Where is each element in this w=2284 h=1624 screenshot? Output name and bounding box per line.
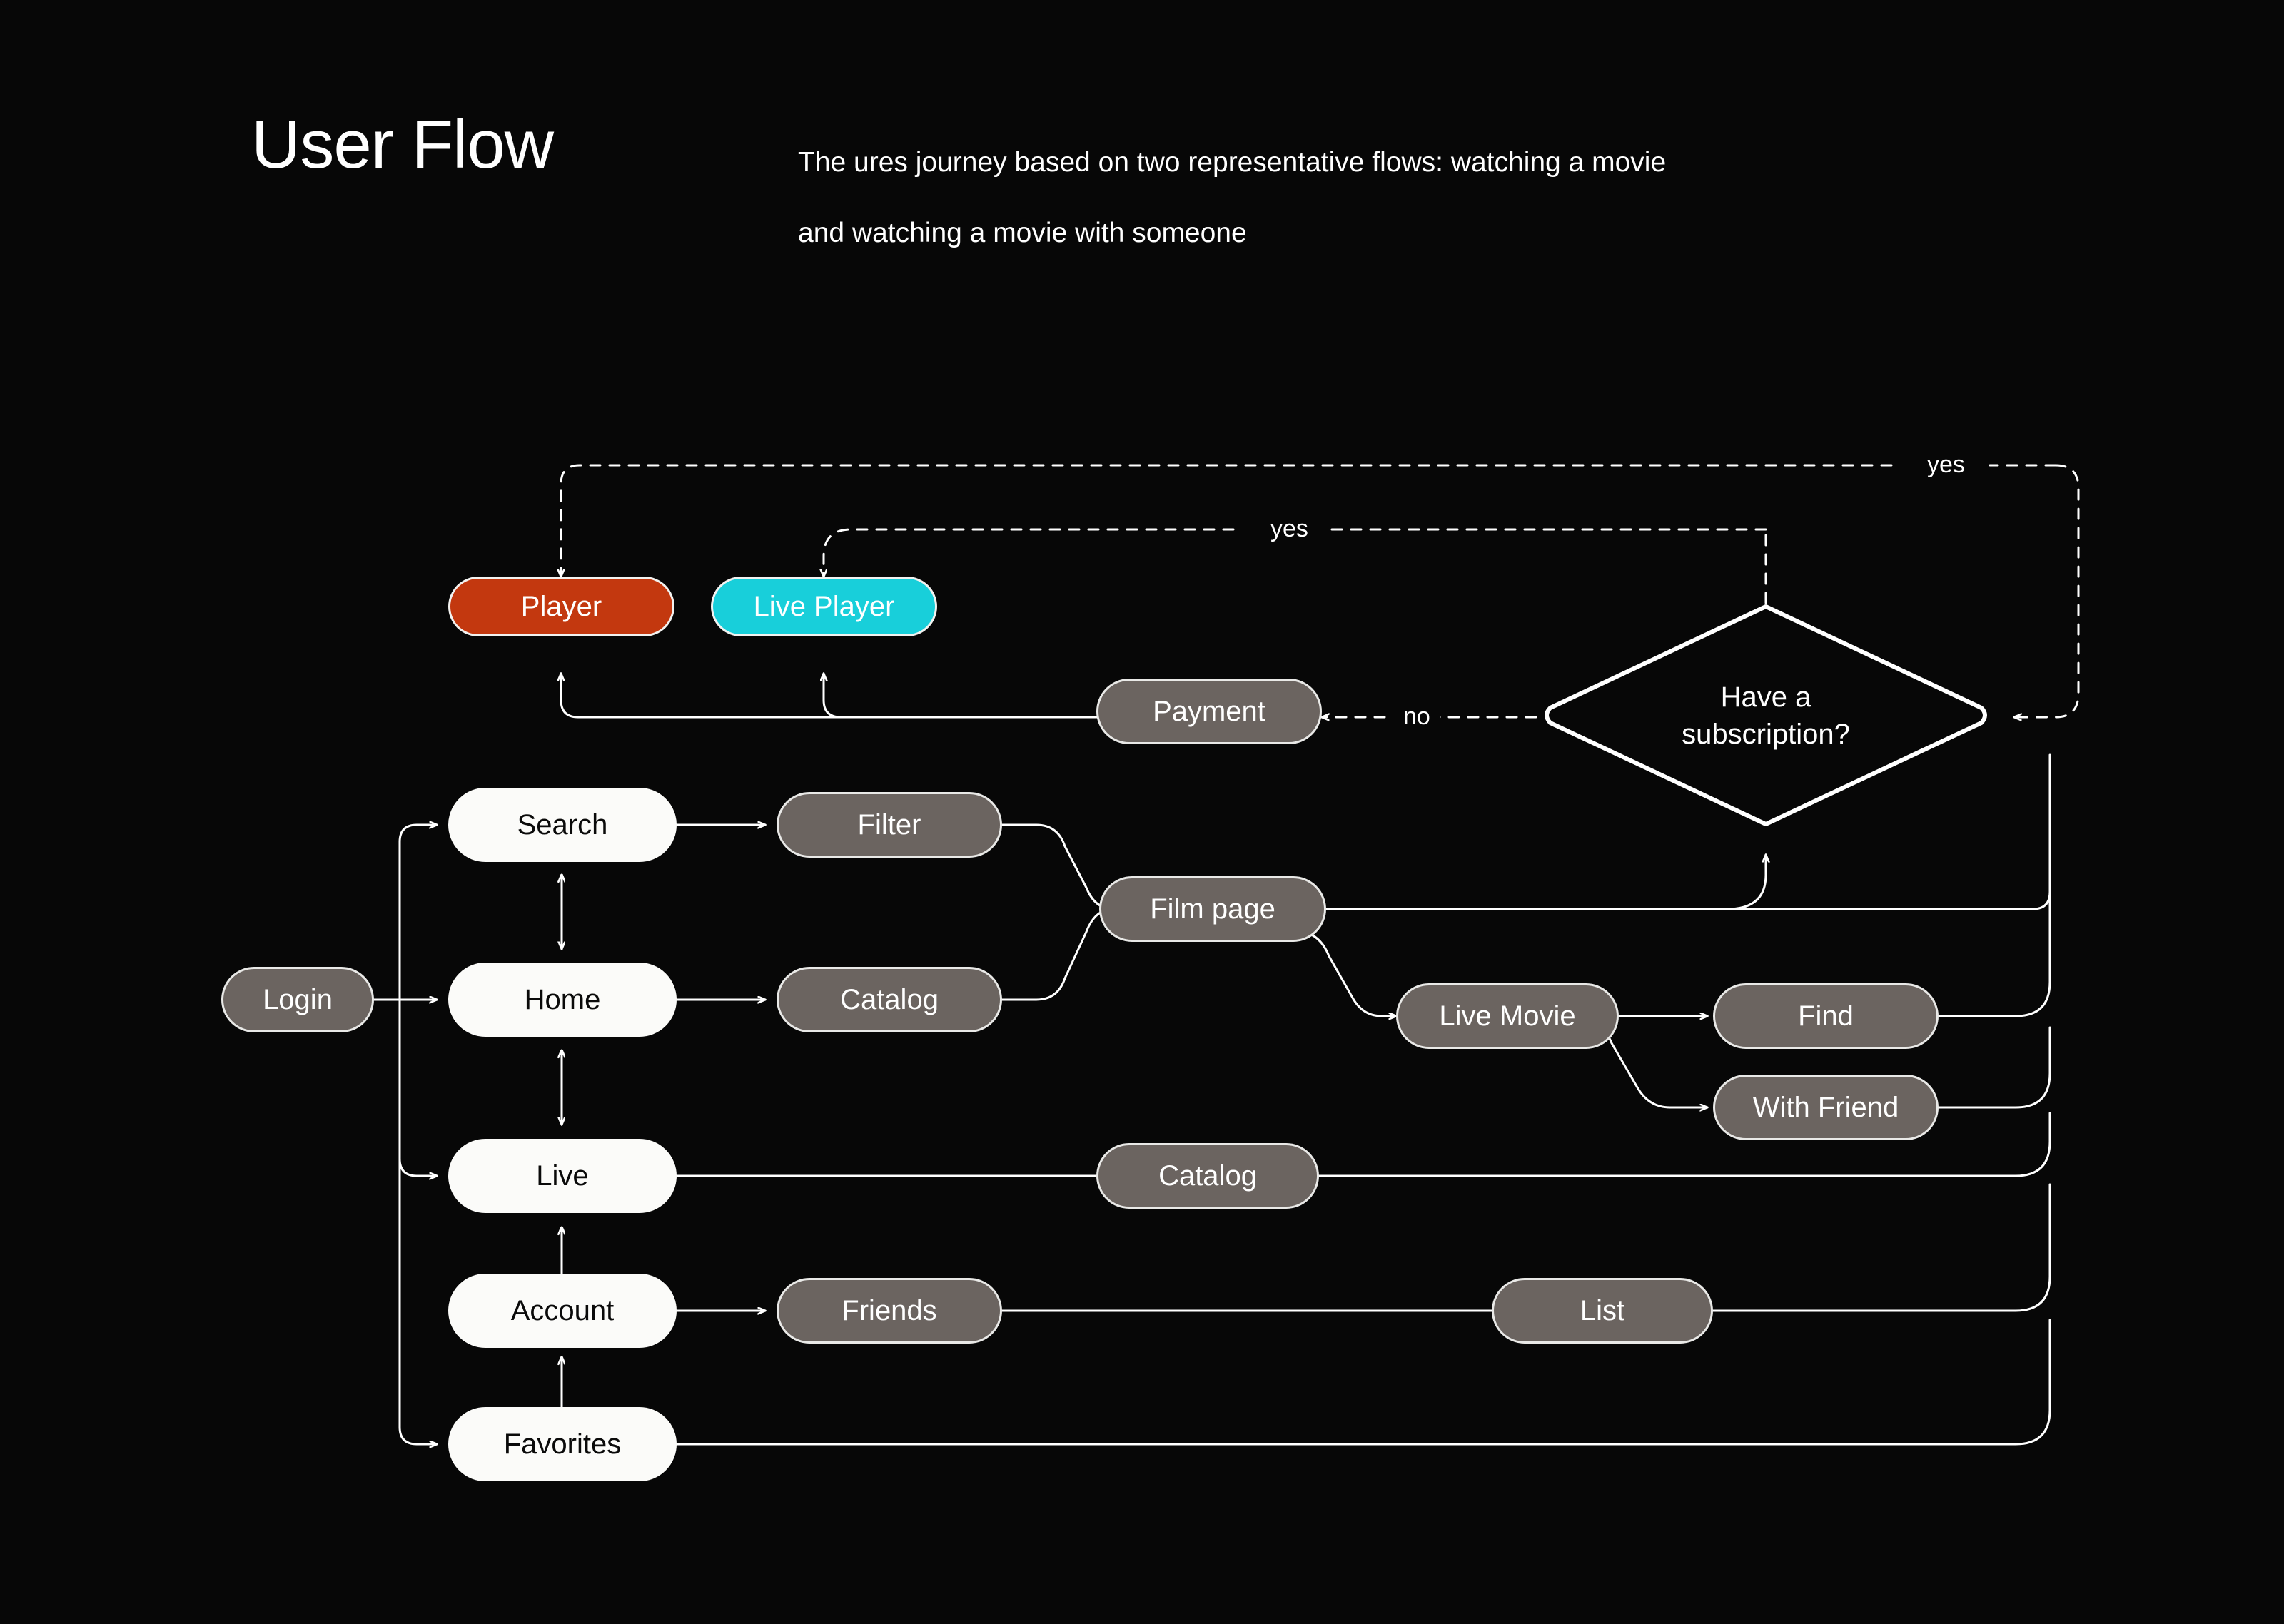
node-payment-label: Payment: [1153, 695, 1265, 727]
node-catalog-search-label: Catalog: [840, 983, 939, 1015]
node-live-label: Live: [536, 1159, 589, 1192]
node-home-label: Home: [524, 983, 601, 1015]
edge-label-yes-top: yes: [1917, 452, 1975, 477]
node-player[interactable]: Player: [448, 577, 674, 636]
node-friends[interactable]: Friends: [777, 1278, 1002, 1344]
node-player-label: Player: [520, 590, 602, 622]
edge-label-no: no: [1393, 704, 1440, 729]
node-search-label: Search: [517, 808, 608, 841]
node-favorites-label: Favorites: [503, 1428, 622, 1460]
node-have-a-subscription-decision[interactable]: Have a subscription?: [1537, 599, 1994, 831]
edge-label-yes-middle: yes: [1260, 517, 1318, 541]
node-catalog-live[interactable]: Catalog: [1096, 1143, 1319, 1209]
node-find[interactable]: Find: [1713, 983, 1939, 1049]
node-account[interactable]: Account: [448, 1274, 677, 1348]
node-login-label: Login: [263, 983, 333, 1015]
node-friends-label: Friends: [842, 1294, 937, 1326]
node-filter-label: Filter: [857, 808, 921, 841]
node-login[interactable]: Login: [221, 967, 374, 1032]
node-account-label: Account: [510, 1294, 615, 1326]
node-list[interactable]: List: [1492, 1278, 1713, 1344]
node-film-page-label: Film page: [1150, 893, 1275, 925]
node-film-page[interactable]: Film page: [1099, 876, 1326, 942]
node-find-label: Find: [1798, 1000, 1854, 1032]
diamond-shape: [1545, 604, 1987, 826]
node-search[interactable]: Search: [448, 788, 677, 862]
header: User Flow The ures journey based on two …: [0, 0, 2284, 285]
node-live-player-label: Live Player: [753, 590, 895, 622]
node-live[interactable]: Live: [448, 1139, 677, 1213]
node-list-label: List: [1580, 1294, 1625, 1326]
node-live-player[interactable]: Live Player: [711, 577, 937, 636]
node-favorites[interactable]: Favorites: [448, 1407, 677, 1481]
node-catalog-search[interactable]: Catalog: [777, 967, 1002, 1032]
node-live-movie-label: Live Movie: [1439, 1000, 1576, 1032]
node-decision-label: Have a subscription?: [1682, 681, 1850, 750]
subtitle-line-2: and watching a movie with someone: [798, 218, 1247, 248]
node-filter[interactable]: Filter: [777, 792, 1002, 858]
node-payment[interactable]: Payment: [1096, 679, 1322, 744]
node-live-movie[interactable]: Live Movie: [1396, 983, 1619, 1049]
node-with-friend[interactable]: With Friend: [1713, 1075, 1939, 1140]
page-subtitle: The ures journey based on two representa…: [798, 127, 2026, 268]
subtitle-line-1: The ures journey based on two representa…: [798, 147, 1667, 178]
page-title: User Flow: [251, 106, 554, 183]
node-home[interactable]: Home: [448, 963, 677, 1037]
node-catalog-live-label: Catalog: [1158, 1159, 1257, 1192]
node-with-friend-label: With Friend: [1752, 1091, 1899, 1123]
